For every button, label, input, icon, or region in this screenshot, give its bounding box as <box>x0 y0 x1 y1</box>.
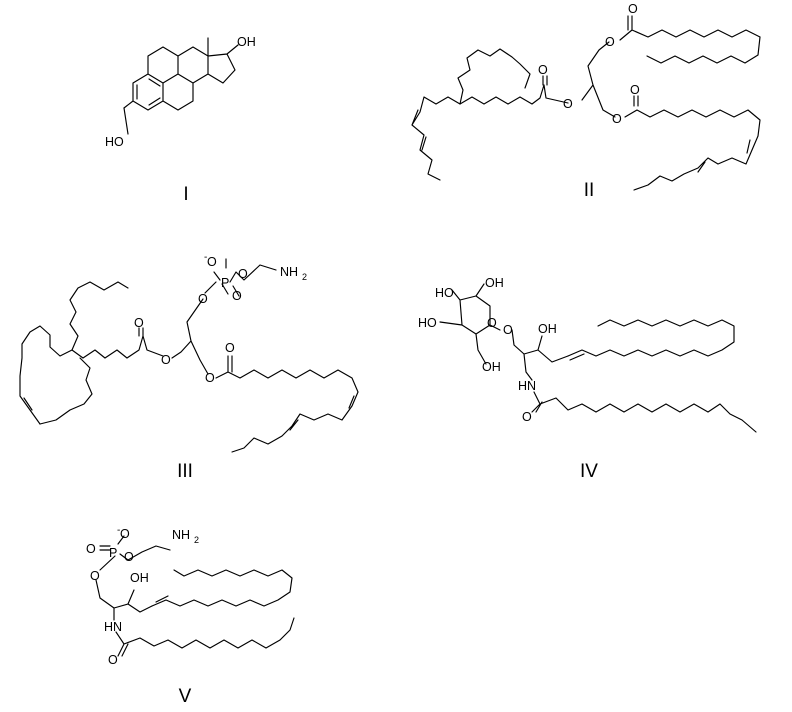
structure-V-phosphorus: P <box>109 546 117 560</box>
structure-label-V: V <box>179 686 192 707</box>
structure-II-o-ester-middle: O <box>563 97 573 111</box>
structure-III-o-minus: O <box>207 255 217 269</box>
structure-label-II: II <box>584 180 595 201</box>
structure-IV-oh-ceramide: OH <box>538 322 557 336</box>
structure-III-o-ethanol: O <box>238 267 248 281</box>
structure-V-oh: OH <box>130 571 149 585</box>
structure-V-amine-sub: 2 <box>194 535 199 545</box>
structure-II-middle-chain <box>411 84 569 181</box>
structure-IV-sphingosine-chain <box>567 319 735 361</box>
structure-IV-hn: HN <box>518 379 536 393</box>
structure-III-right-chain <box>215 355 359 453</box>
structure-V-headgroup-bonds <box>95 535 171 613</box>
structure-V-o-double: O <box>86 542 96 556</box>
structure-IV-ho-top: HO <box>435 286 454 300</box>
structure-IV-carbonyl-o: O <box>522 410 532 424</box>
structure-I: OH HO I <box>105 35 256 205</box>
structure-II: O O O O O O II <box>411 2 761 201</box>
structure-II-top-chain <box>619 15 761 64</box>
structure-I-oh-bond <box>123 107 129 135</box>
structure-I-bonds <box>123 37 239 111</box>
structure-II-o-ester-bottom: O <box>612 112 622 126</box>
structure-III-amine-n: NH <box>280 265 298 279</box>
structure-V-o-minus: O <box>120 527 130 541</box>
structure-III: O - P O O O NH 2 O O O O III <box>19 252 359 482</box>
hydroxyl-17-label: OH <box>237 35 256 49</box>
structure-V-sphingosine-chain <box>151 569 293 607</box>
structure-IV-ho-left: HO <box>418 316 437 330</box>
structure-label-I: I <box>183 184 188 205</box>
structure-III-left-tail <box>39 281 129 425</box>
structure-IV-ring-o: O <box>487 316 497 330</box>
structure-V-amide-chain <box>113 607 295 657</box>
structure-III-o-right-ester: O <box>205 371 215 385</box>
structure-IV: HO OH HO O O OH OH HN O IV <box>418 276 757 482</box>
structure-II-middle-tail <box>457 48 531 105</box>
structure-III-headgroup-bonds <box>204 258 277 297</box>
structure-II-o-ester-top: O <box>605 35 615 49</box>
structure-IV-oh-bottom: OH <box>482 360 501 374</box>
structure-II-bottom-chain <box>624 95 761 191</box>
structure-IV-oh-top: OH <box>485 276 504 290</box>
structure-III-o-left-carbonyl: O <box>134 316 144 330</box>
structure-III-phosphorus: P <box>221 276 229 290</box>
structure-III-o-left-ester: O <box>161 353 171 367</box>
structure-III-o-right-carbonyl: O <box>225 341 235 355</box>
structure-III-amine-sub: 2 <box>302 272 307 282</box>
structure-label-III: III <box>177 461 193 482</box>
structure-III-glycerol-bonds <box>171 298 209 375</box>
structure-II-o-bottom: O <box>630 83 640 97</box>
structure-III-o-glycerol: O <box>198 292 208 306</box>
structure-V-carbonyl-o: O <box>108 653 118 667</box>
structure-II-o-top: O <box>628 2 638 16</box>
structure-V: O - O P O O NH 2 OH HN O V <box>86 525 295 707</box>
structure-IV-glycosidic-o: O <box>503 323 513 337</box>
structure-IV-ceramide-bonds <box>511 329 757 433</box>
hydroxyl-3-label: HO <box>105 135 124 149</box>
structure-II-glycerol-bonds <box>581 41 616 118</box>
structure-II-middle-carbonyl <box>542 75 548 86</box>
structure-V-o-ester: O <box>90 569 100 583</box>
structure-V-o-ethanol: O <box>124 550 134 564</box>
structure-IV-sugar-ring <box>439 283 501 365</box>
structure-V-minus-sign: - <box>117 525 120 536</box>
structure-III-o-double: O <box>232 289 242 303</box>
structure-V-amine-n: NH <box>172 528 190 542</box>
structure-II-o-middle: O <box>538 63 548 77</box>
structure-III-minus-sign: - <box>204 252 207 263</box>
structure-V-hn: HN <box>104 620 122 634</box>
structure-III-left-chain <box>19 325 164 425</box>
structure-label-IV: IV <box>580 461 598 482</box>
